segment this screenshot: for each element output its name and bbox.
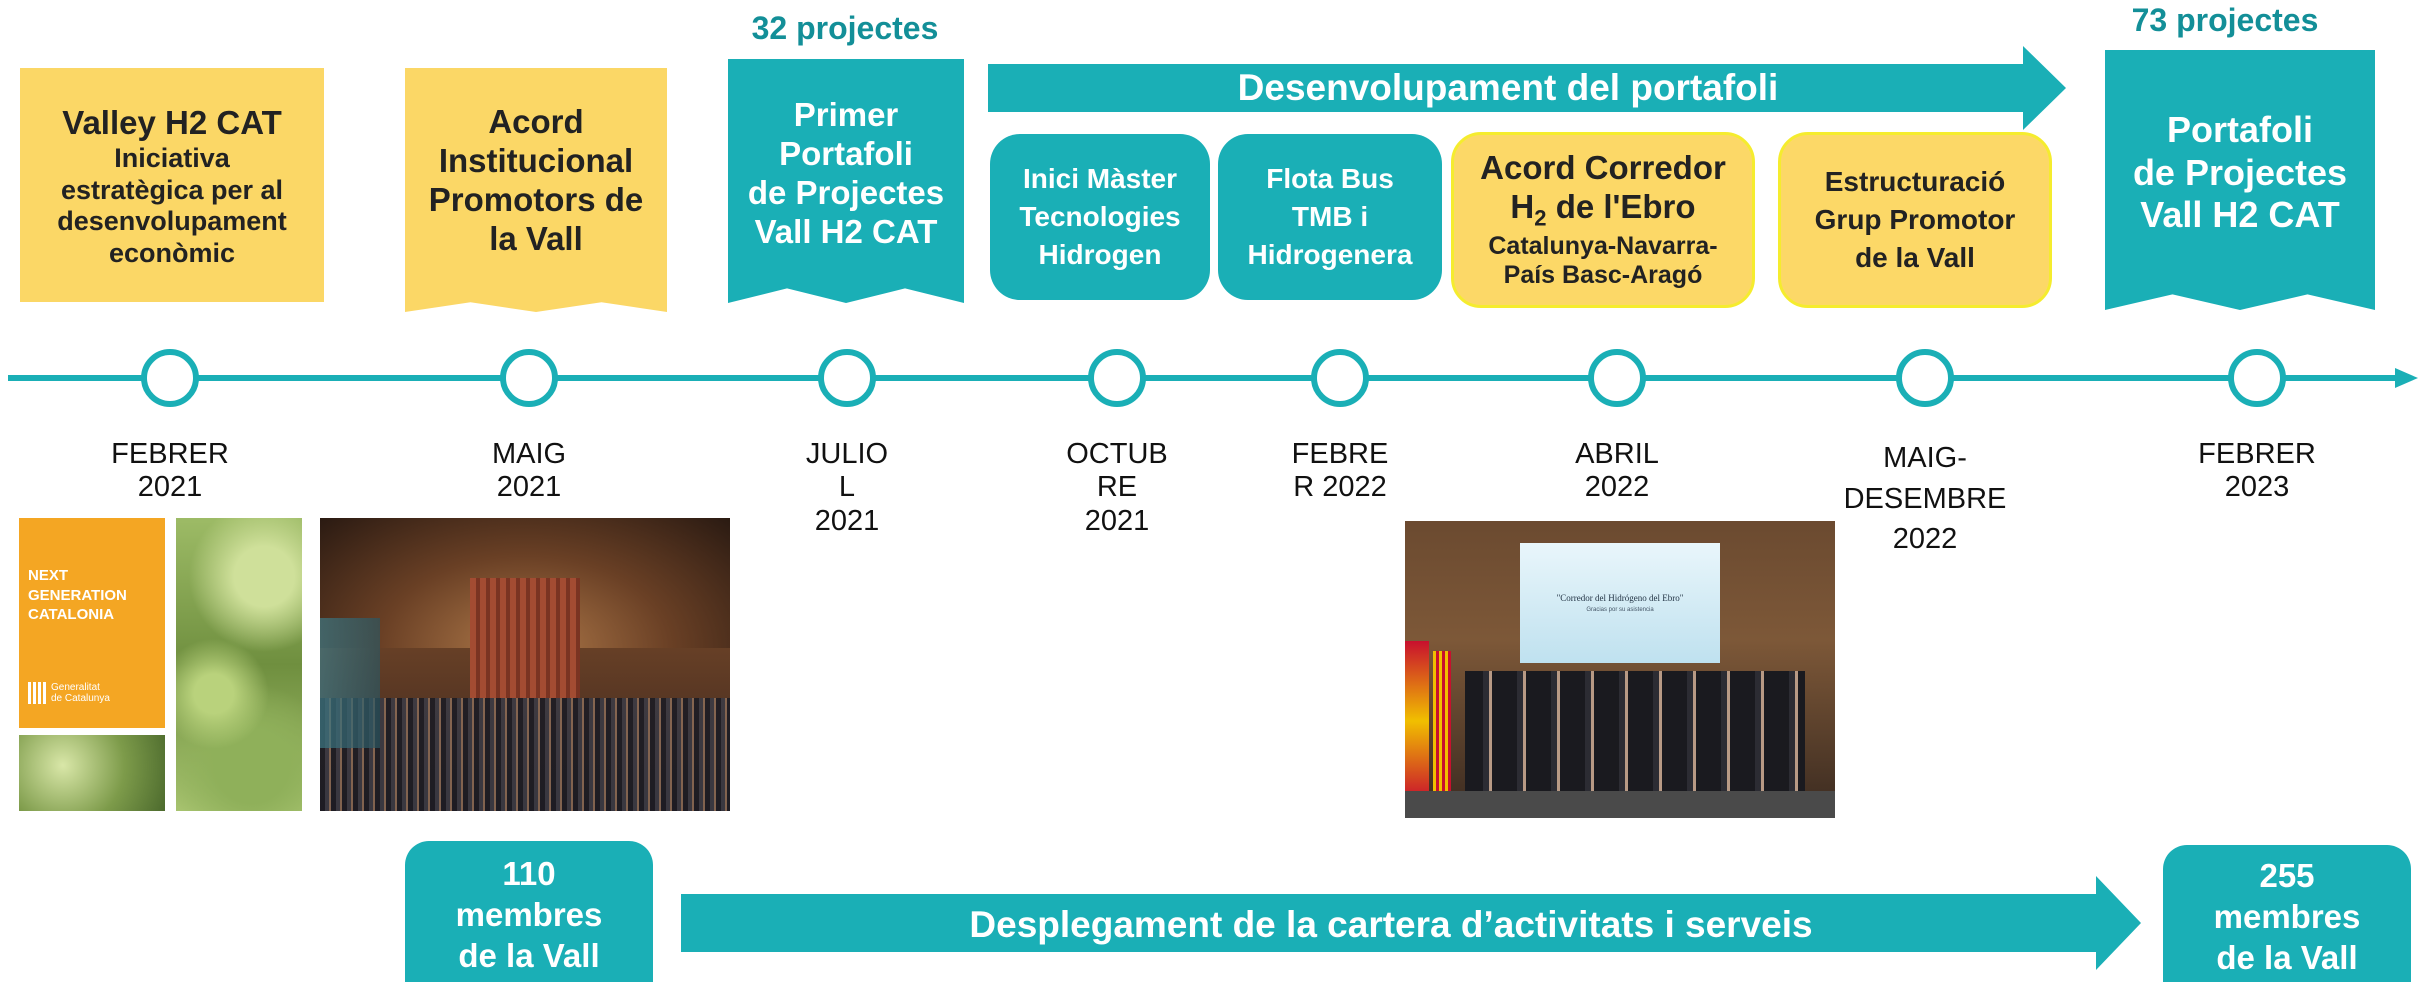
members-count-2021: 110 membres de la Vall bbox=[405, 841, 653, 982]
auditorium-assembly-image bbox=[320, 518, 730, 811]
milestone-line: Tecnologies bbox=[1019, 201, 1181, 233]
tree-canopy-image bbox=[176, 518, 302, 811]
milestone-line: Portafoli bbox=[2166, 109, 2313, 151]
milestone-line: TMB i bbox=[1291, 201, 1369, 233]
activities-deployment-arrow bbox=[681, 876, 2141, 970]
milestone-portafoli-2023: Portafoli de Projectes Vall H2 CAT bbox=[2105, 50, 2375, 310]
milestone-line: Vall H2 CAT bbox=[754, 212, 938, 250]
milestone-line: Primer bbox=[793, 96, 899, 134]
timeline-dot bbox=[1088, 349, 1146, 407]
milestone-line: País Basc-Aragó bbox=[1503, 261, 1703, 290]
timeline-dot bbox=[818, 349, 876, 407]
milestone-line: econòmic bbox=[108, 238, 236, 269]
milestone-master-hidrogen: Inici Màster Tecnologies Hidrogen bbox=[990, 134, 1210, 300]
members-line: de la Vall bbox=[2216, 939, 2358, 977]
members-line: membres bbox=[455, 895, 603, 933]
milestone-line: Iniciativa bbox=[114, 142, 230, 173]
milestone-grup-promotor: Estructuració Grup Promotor de la Vall bbox=[1778, 132, 2052, 308]
timeline-dot bbox=[2228, 349, 2286, 407]
portfolio-development-arrow bbox=[988, 46, 2066, 130]
members-line: de la Vall bbox=[458, 937, 600, 975]
green-leaves-image bbox=[19, 735, 165, 811]
milestone-line: Acord Corredor bbox=[1480, 149, 1726, 187]
members-line: membres bbox=[2213, 897, 2361, 935]
timeline-dot bbox=[1896, 349, 1954, 407]
members-number: 110 bbox=[502, 854, 556, 892]
milestone-line: de Projectes bbox=[747, 174, 945, 211]
milestone-line: desenvolupament bbox=[57, 206, 287, 237]
members-number: 255 bbox=[2259, 856, 2315, 894]
milestone-corredor-ebro: Acord Corredor H2 de l'Ebro Catalunya-Na… bbox=[1451, 132, 1755, 308]
timeline-dot bbox=[1311, 349, 1369, 407]
milestone-line: Acord bbox=[488, 103, 584, 141]
milestone-line: Inici Màster bbox=[1022, 163, 1178, 195]
portfolio-development-label: Desenvolupament del portafoli bbox=[1237, 67, 1779, 108]
ngc-title: NEXT GENERATION CATALONIA bbox=[28, 567, 127, 623]
milestone-line: Catalunya-Navarra- bbox=[1488, 231, 1718, 260]
members-count-2023: 255 membres de la Vall bbox=[2163, 845, 2411, 982]
projects-count-2021: 32 projectes bbox=[751, 10, 939, 46]
milestone-line: de Projectes bbox=[2132, 151, 2348, 193]
milestone-acord-institucional: Acord Institucional Promotors de la Vall bbox=[405, 68, 667, 312]
milestone-line: Hidrogen bbox=[1038, 238, 1162, 270]
senyera-icon bbox=[28, 682, 46, 704]
milestone-line: Vall H2 CAT bbox=[2140, 194, 2340, 236]
hydrogen-symbol: H2 bbox=[1510, 188, 1547, 231]
milestone-line: estratègica per al bbox=[60, 174, 284, 205]
milestone-line: Portafoli bbox=[779, 135, 913, 173]
milestone-line: Institucional bbox=[438, 142, 634, 180]
timeline-axis bbox=[8, 368, 2418, 388]
projects-count-2023: 73 projectes bbox=[2131, 2, 2319, 38]
milestone-line: Promotors de bbox=[428, 181, 644, 218]
milestone-title: Valley H2 CAT bbox=[62, 103, 282, 141]
milestone-line: de la Vall bbox=[1855, 241, 1975, 273]
activities-deployment-label: Desplegament de la cartera d’activitats … bbox=[969, 904, 1813, 945]
timeline-dot bbox=[1588, 349, 1646, 407]
milestone-valley-h2-cat: Valley H2 CAT Iniciativa estratègica per… bbox=[20, 68, 324, 302]
milestone-line: Estructuració bbox=[1824, 166, 2006, 198]
timeline-dot bbox=[141, 349, 199, 407]
milestone-line: Hidrogenera bbox=[1247, 238, 1413, 270]
corredor-ebro-event-image: "Corredor del Hidrógeno del Ebro" Gracia… bbox=[1405, 521, 1835, 818]
milestone-line: Grup Promotor bbox=[1814, 204, 2016, 236]
milestone-line: la Vall bbox=[489, 219, 583, 257]
milestone-line: Flota Bus bbox=[1266, 163, 1394, 195]
milestone-line: H2 de l'Ebro bbox=[1510, 188, 1696, 231]
milestone-flota-bus-tmb: Flota Bus TMB i Hidrogenera bbox=[1218, 134, 1442, 300]
milestone-primer-portafoli: Primer Portafoli de Projectes Vall H2 CA… bbox=[728, 59, 964, 303]
presentation-screen: "Corredor del Hidrógeno del Ebro" Gracia… bbox=[1520, 543, 1720, 663]
timeline-dot bbox=[500, 349, 558, 407]
